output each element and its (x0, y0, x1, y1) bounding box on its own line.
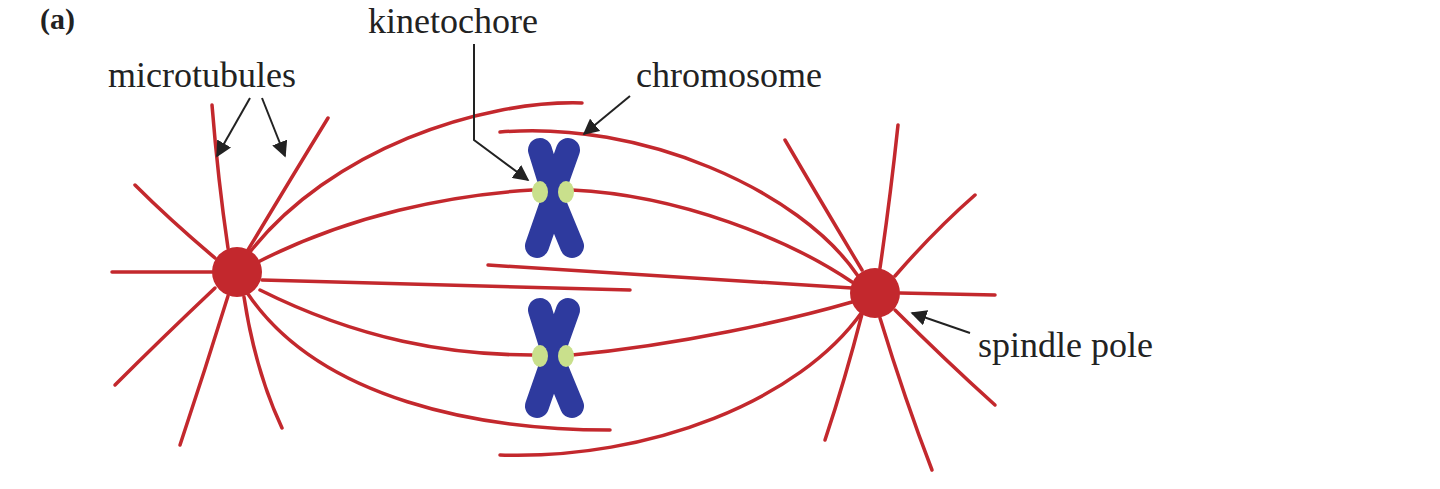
part-label: microtubules (108, 56, 296, 96)
part-label: spindle pole (978, 326, 1153, 366)
kinetochores (532, 181, 574, 367)
spindle-poles (212, 247, 900, 318)
part-label: kinetochore (368, 2, 538, 42)
microtubules (112, 103, 995, 470)
leader-lines (217, 44, 970, 333)
part-label: chromosome (636, 56, 822, 96)
panel-label: (a) (40, 2, 75, 35)
